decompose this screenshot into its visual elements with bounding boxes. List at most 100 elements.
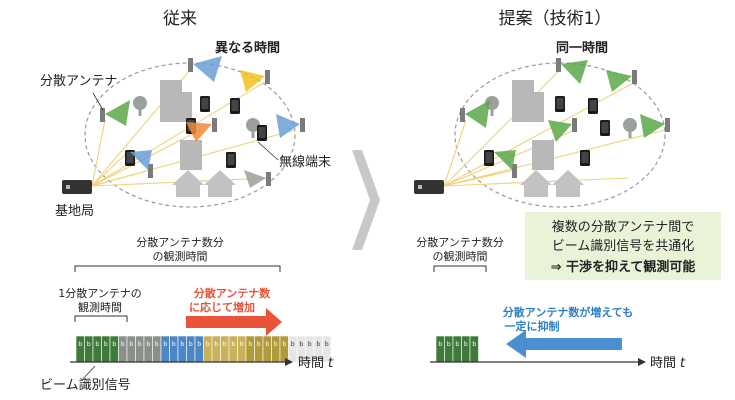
beam-signal-block <box>177 335 187 363</box>
beam-signal-block-label: b <box>129 341 133 348</box>
beam-signal-block <box>92 335 102 363</box>
building-icon <box>512 80 554 170</box>
base-station-icon <box>414 180 444 194</box>
beam-signal-block-label: b <box>455 341 459 348</box>
info-line1: 複数の分散アンテナ間で <box>552 219 694 235</box>
tree-icon <box>133 96 147 116</box>
beam-signal-block-label: b <box>172 341 176 348</box>
label-one-time-line2: 観測時間 <box>78 300 122 314</box>
label-different-time: 異なる時間 <box>215 40 280 56</box>
transition-arrow <box>352 150 380 250</box>
terminal-icon <box>555 96 565 112</box>
beam-signal-block <box>322 335 332 363</box>
antenna-beam-left-7 <box>244 170 271 188</box>
beam-signal-block-label: b <box>299 341 303 348</box>
terminal-icon <box>200 96 210 112</box>
growth-arrow-line1: 分散アンテナ数 <box>194 286 272 300</box>
beam-signal-block-label: b <box>197 341 201 348</box>
beam-signal-block-label: b <box>78 341 82 348</box>
beam-signal-block <box>152 335 162 363</box>
beam-signal-block-label: b <box>95 341 99 348</box>
terminal-icon <box>580 150 590 166</box>
beam-signal-block-label: b <box>464 341 468 348</box>
beam-signal-block-label: b <box>240 341 244 348</box>
beam-signal-block <box>186 335 196 363</box>
beam-signal-block-label: b <box>112 341 116 348</box>
left-title: 従来 <box>163 9 197 29</box>
tree-icon <box>623 118 637 138</box>
beam-signal-block-label: b <box>223 341 227 348</box>
terminal-icon <box>230 98 240 114</box>
label-total-time-r2: の観測時間 <box>433 249 488 263</box>
beam-signal-block <box>452 335 462 363</box>
info-line2: ビーム識別信号を共通化 <box>552 239 695 254</box>
growth-arrow <box>186 308 282 336</box>
beam-signal-block-label: b <box>274 341 278 348</box>
beam-signal-block <box>435 335 445 363</box>
label-wireless-terminal: 無線端末 <box>279 154 331 170</box>
beam-signal-block <box>126 335 136 363</box>
bracket-total-right <box>433 265 487 272</box>
label-same-time: 同一時間 <box>556 40 608 56</box>
beam-signal-block <box>262 335 272 363</box>
beam-signal-block <box>237 335 247 363</box>
beam-signal-block <box>75 335 85 363</box>
beam-signal-block-label: b <box>472 341 476 348</box>
leader-line <box>92 92 104 111</box>
antenna-beam-left-2 <box>188 56 222 82</box>
label-beam-signal: ビーム識別信号 <box>40 378 131 393</box>
label-total-time-r1: 分散アンテナ数分 <box>416 235 504 249</box>
beam-signal-block <box>211 335 221 363</box>
beam-signal-block-label: b <box>146 341 150 348</box>
antenna-beam-left-3 <box>240 70 270 92</box>
beam-signal-block <box>271 335 281 363</box>
antenna-beam-right-1 <box>460 100 490 128</box>
leader-line <box>81 365 96 381</box>
right-title: 提案（技術1） <box>499 9 612 29</box>
beam-signal-block-label: b <box>291 341 295 348</box>
suppress-arrow-line1: 分散アンテナ数が増えても <box>503 305 633 319</box>
beam-signal-block-label: b <box>87 341 91 348</box>
terminal-icon <box>226 152 236 168</box>
beam-signal-block <box>469 335 479 363</box>
axis-var-right: t <box>680 356 686 371</box>
label-one-time-line1: 1分散アンテナの <box>58 286 142 300</box>
info-line3: ⇒ 干渉を抑えて観測可能 <box>551 259 696 275</box>
beam-signal-block <box>135 335 145 363</box>
label-total-time-line1: 分散アンテナ数分 <box>136 235 224 249</box>
base-station-icon <box>62 180 92 194</box>
terminal-icon <box>484 150 494 166</box>
beam-signal-block-label: b <box>325 341 329 348</box>
beam-signal-block <box>288 335 298 363</box>
bracket-one-left <box>74 315 128 322</box>
beam-signal-block <box>109 335 119 363</box>
suppress-arrow-line2: 一定に抑制 <box>505 319 560 333</box>
axis-label-right: 時間 <box>650 356 676 371</box>
beam-signal-block <box>203 335 213 363</box>
label-base-station: 基地局 <box>55 204 94 219</box>
beam-signal-block <box>444 335 454 363</box>
beam-signal-block-label: b <box>138 341 142 348</box>
antenna-beam-left-5 <box>276 114 305 138</box>
beam-signal-block <box>169 335 179 363</box>
beam-signal-block-label: b <box>447 341 451 348</box>
beam-signal-block <box>194 335 204 363</box>
antenna-beam-right-6 <box>494 150 517 178</box>
beam-signal-block <box>279 335 289 363</box>
antenna-beam-right-2 <box>556 58 588 84</box>
fronthaul-lines-right <box>443 69 666 187</box>
time-axis-arrowhead <box>638 358 646 366</box>
beam-signal-block-label: b <box>248 341 252 348</box>
label-total-time-line2: の観測時間 <box>153 249 208 263</box>
antenna-beam-right-3 <box>606 70 637 92</box>
beam-signal-block-label: b <box>257 341 261 348</box>
label-distributed-antenna: 分散アンテナ <box>40 74 117 89</box>
leader-line <box>257 141 279 161</box>
bracket-total-left <box>74 265 281 272</box>
beam-signal-block <box>220 335 230 363</box>
suppress-arrow <box>506 330 622 358</box>
building-icon <box>160 80 202 170</box>
